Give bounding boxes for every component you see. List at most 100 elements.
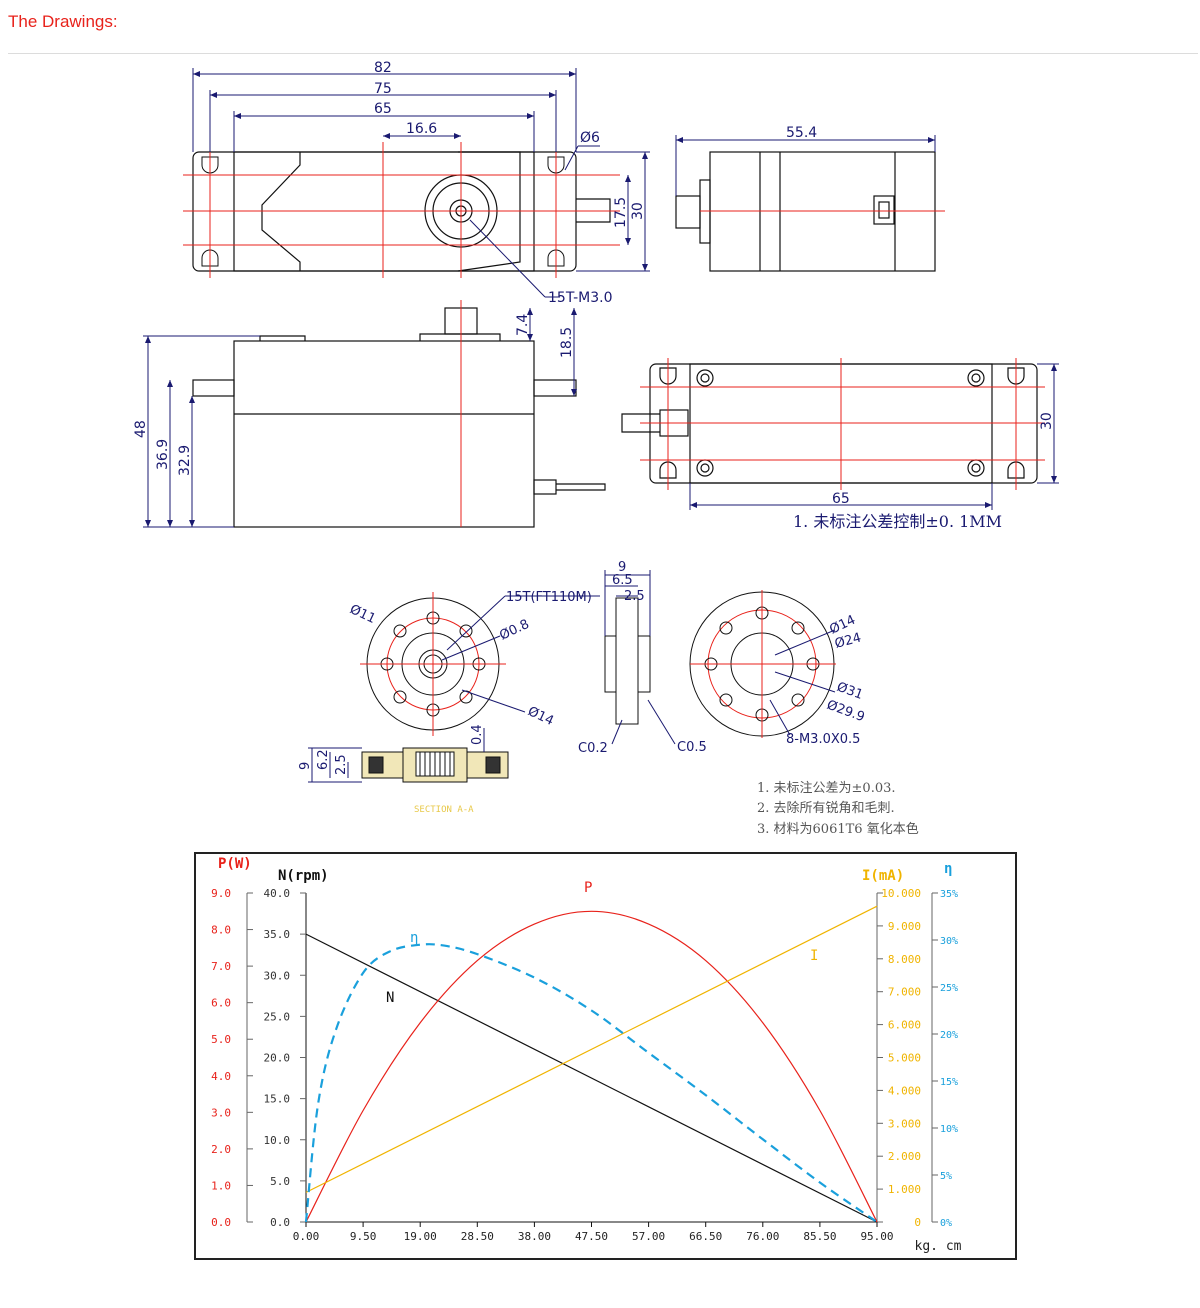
- dim-65: 65: [374, 101, 392, 117]
- section-dim-6-2: 6.2: [316, 749, 331, 770]
- x-tick-label: 38.00: [518, 1230, 551, 1243]
- power-tick-label: 4.0: [211, 1070, 231, 1083]
- front-elevation-view: [192, 307, 606, 528]
- speed-tick-label: 30.0: [264, 969, 291, 982]
- section-label: SECTION A-A: [414, 805, 474, 815]
- current-tick-label: 0: [914, 1216, 921, 1229]
- dim-18-5: 18.5: [559, 327, 575, 358]
- current-axis-label: I(mA): [862, 868, 904, 884]
- x-tick-label: 76.00: [746, 1230, 779, 1243]
- dim-48: 48: [133, 420, 149, 438]
- power-tick-label: 1.0: [211, 1179, 231, 1192]
- power-tick-label: 9.0: [211, 887, 231, 900]
- horn-label-15t: 15T(FT110M): [506, 590, 592, 605]
- series-speed-line: [305, 933, 878, 1223]
- efficiency-tick-label: 35%: [940, 889, 958, 900]
- horn-front-view: [360, 592, 600, 736]
- dim-16-6: 16.6: [406, 121, 437, 137]
- power-tick-label: 5.0: [211, 1033, 231, 1046]
- power-tick-label: 8.0: [211, 924, 231, 937]
- dim-30-bottom: 30: [1039, 412, 1055, 430]
- x-axis-title: kg. cm: [915, 1239, 962, 1254]
- x-tick-label: 47.50: [575, 1230, 608, 1243]
- dim-55-4: 55.4: [786, 125, 817, 141]
- dim-phi6: Ø6: [580, 130, 600, 146]
- section-dim-9: 9: [298, 762, 313, 770]
- current-tick-label: 7.000: [888, 986, 921, 999]
- speed-tick-label: 10.0: [264, 1134, 291, 1147]
- speed-tick-label: 0.0: [270, 1216, 290, 1229]
- current-tick-label: 6.000: [888, 1019, 921, 1032]
- horn-back-phi24: Ø24: [833, 630, 863, 651]
- dim-82: 82: [374, 60, 392, 76]
- efficiency-tick-label: 0%: [940, 1218, 952, 1229]
- series-power-line: [305, 910, 878, 1223]
- speed-tick-label: 15.0: [264, 1093, 291, 1106]
- dim-36-9: 36.9: [155, 439, 171, 470]
- chart-series: [304, 905, 878, 1223]
- series-efficiency-line: [304, 943, 878, 1223]
- dim-65-bottom: 65: [832, 491, 850, 507]
- efficiency-tick-label: 25%: [940, 983, 958, 994]
- dim-17-5: 17.5: [613, 197, 629, 228]
- horn-back-thread: 8-M3.0X0.5: [786, 732, 860, 747]
- horn-note-3: 3. 材料为6061T6 氧化本色: [757, 821, 919, 837]
- speed-tick-label: 5.0: [270, 1175, 290, 1188]
- horn-note-2: 2. 去除所有锐角和毛刺.: [757, 801, 895, 816]
- x-tick-label: 9.50: [350, 1230, 377, 1243]
- section-dim-0-4: 0.4: [470, 724, 485, 745]
- spline-label: 15T-M3.0: [548, 290, 612, 306]
- current-tick-label: 4.000: [888, 1084, 921, 1097]
- chart-frame: [194, 852, 1017, 1260]
- chart-labels: 0.0 1.0 2.0 3.0 4.0 5.0 6.0 7.0 8.0 9.0 P(W) 0.0 5.0…: [211, 856, 962, 1254]
- horn-label-9: 9: [618, 560, 626, 575]
- speed-tick-label: 25.0: [264, 1010, 291, 1023]
- dim-7-4: 7.4: [515, 314, 531, 336]
- series-power-label: P: [584, 880, 592, 896]
- series-speed-label: N: [386, 990, 394, 1006]
- efficiency-tick-label: 15%: [940, 1077, 958, 1088]
- power-tick-label: 0.0: [211, 1216, 231, 1229]
- efficiency-tick-label: 10%: [940, 1124, 958, 1135]
- horn-label-6-5: 6.5: [612, 573, 633, 588]
- technical-drawing: 82 75 65 16.6 Ø6 17.5 30 15T-M3.0 55.4: [133, 60, 1059, 837]
- horn-label-phi11: Ø11: [347, 602, 378, 627]
- power-axis-label: P(W): [218, 856, 252, 872]
- dim-75: 75: [374, 81, 392, 97]
- power-tick-label: 6.0: [211, 997, 231, 1010]
- current-tick-label: 1.000: [888, 1183, 921, 1196]
- current-tick-label: 10.000: [881, 887, 921, 900]
- speed-tick-label: 20.0: [264, 1052, 291, 1065]
- section-dim-2-5: 2.5: [334, 754, 349, 775]
- dim-32-9: 32.9: [177, 445, 193, 476]
- current-tick-label: 9.000: [888, 920, 921, 933]
- power-tick-label: 2.0: [211, 1143, 231, 1156]
- horn-label-phi0-8: Ø0.8: [497, 617, 531, 644]
- horn-note-1: 1. 未标注公差为±0.03.: [757, 781, 896, 796]
- horn-label-c0-2: C0.2: [578, 741, 608, 756]
- speed-tick-label: 40.0: [264, 887, 291, 900]
- current-tick-label: 5.000: [888, 1052, 921, 1065]
- horn-label-phi14: Ø14: [525, 704, 556, 729]
- top-dimension-lines: [192, 68, 650, 298]
- current-tick-label: 2.000: [888, 1150, 921, 1163]
- current-tick-label: 8.000: [888, 953, 921, 966]
- efficiency-tick-label: 30%: [940, 936, 958, 947]
- performance-chart: 0.0 1.0 2.0 3.0 4.0 5.0 6.0 7.0 8.0 9.0 P(W) 0.0 5.0…: [211, 856, 962, 1254]
- horn-label-c0-5: C0.5: [677, 740, 707, 755]
- chart-axes: [246, 892, 938, 1227]
- efficiency-tick-label: 5%: [940, 1171, 952, 1182]
- speed-tick-label: 35.0: [264, 928, 291, 941]
- horn-label-2-5: 2.5: [624, 589, 645, 604]
- x-tick-label: 57.00: [632, 1230, 665, 1243]
- horn-back-phi31: Ø31: [835, 680, 865, 703]
- section-title: The Drawings:: [8, 12, 118, 31]
- x-tick-label: 66.50: [689, 1230, 722, 1243]
- series-efficiency-label: η: [410, 930, 418, 946]
- power-tick-label: 3.0: [211, 1106, 231, 1119]
- dim-30-top: 30: [630, 202, 646, 220]
- power-tick-label: 7.0: [211, 960, 231, 973]
- tolerance-note: 1. 未标注公差控制±0. 1MM: [793, 512, 1002, 531]
- horn-back-view: [689, 590, 836, 738]
- series-current-line: [305, 905, 878, 1193]
